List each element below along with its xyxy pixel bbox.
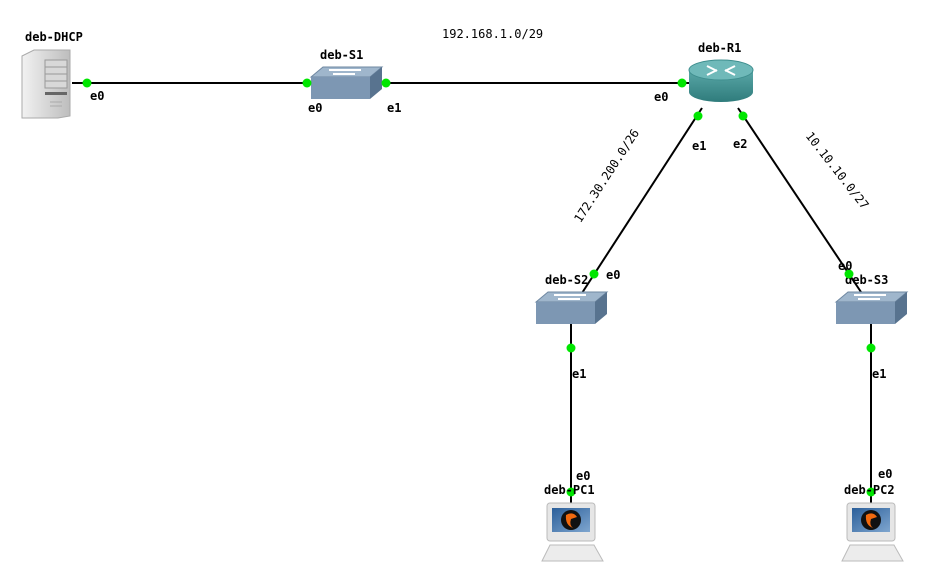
link-status-dot [866, 487, 876, 497]
link-status-dot [866, 343, 876, 353]
node-label-s2: deb-S2 [545, 273, 588, 287]
switch-icon[interactable] [309, 66, 384, 99]
port-label: e1 [572, 367, 586, 381]
link-status-dot [677, 78, 687, 88]
port-label: e0 [838, 259, 852, 273]
port-label: e0 [606, 268, 620, 282]
port-label: e0 [878, 467, 892, 481]
network-label-right: 10.10.10.0/27 [803, 129, 872, 212]
node-label-pc2: deb-PC2 [844, 483, 895, 497]
node-label-s1: deb-S1 [320, 48, 363, 62]
router-icon[interactable] [688, 59, 754, 102]
link-status-dot [693, 111, 703, 121]
node-label-s3: deb-S3 [845, 273, 888, 287]
port-label: e0 [576, 469, 590, 483]
switch-icon[interactable] [834, 291, 909, 324]
pc-icon[interactable] [541, 502, 604, 562]
link-status-dot [738, 111, 748, 121]
node-label-pc1: deb-PC1 [544, 483, 595, 497]
port-label: e2 [733, 137, 747, 151]
link-status-dot [566, 487, 576, 497]
port-label: e1 [872, 367, 886, 381]
switch-icon[interactable] [534, 291, 609, 324]
link-status-dot [381, 78, 391, 88]
link-status-dot [589, 269, 599, 279]
link-status-dot [566, 343, 576, 353]
link-r1-s2[interactable] [581, 107, 703, 294]
port-label: e1 [692, 139, 706, 153]
port-label: e0 [654, 90, 668, 104]
port-label: e0 [308, 101, 322, 115]
link-status-dot [302, 78, 312, 88]
port-label: e0 [90, 89, 104, 103]
link-status-dot [82, 78, 92, 88]
network-label-top: 192.168.1.0/29 [442, 27, 543, 41]
server-icon[interactable] [21, 49, 71, 119]
link-status-dot [844, 269, 854, 279]
network-label-left: 172.30.200.0/26 [571, 127, 642, 226]
node-label-r1: deb-R1 [698, 41, 741, 55]
port-label: e1 [387, 101, 401, 115]
node-label-dhcp: deb-DHCP [25, 30, 83, 44]
link-r1-s3[interactable] [737, 107, 862, 293]
pc-icon[interactable] [841, 502, 904, 562]
